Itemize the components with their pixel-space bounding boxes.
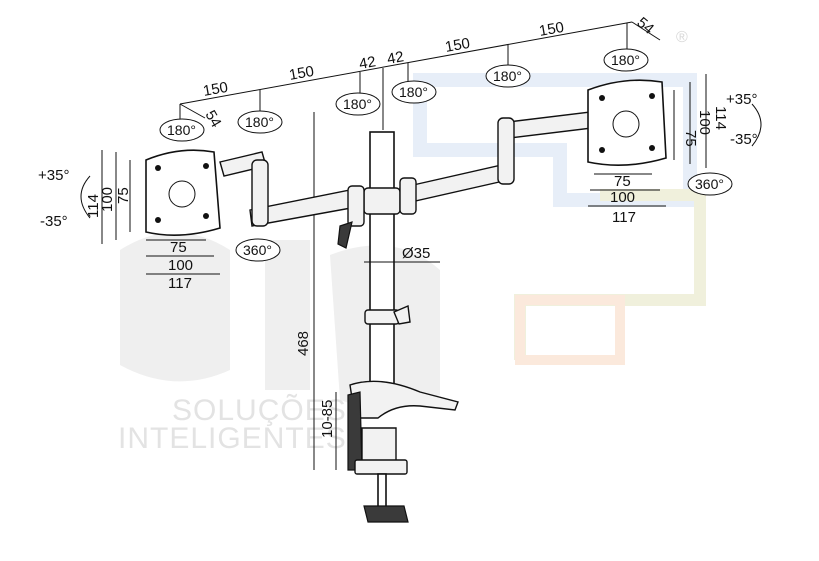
right-dim-114: 114 bbox=[712, 106, 729, 130]
pill-right-elbow: 180° bbox=[485, 64, 531, 88]
left-tilt-down: -35° bbox=[40, 213, 68, 230]
left-tilt-up: +35° bbox=[38, 167, 69, 184]
svg-text:360°: 360° bbox=[243, 242, 272, 258]
svg-text:180°: 180° bbox=[245, 114, 274, 130]
dim-pole-diameter: Ø35 bbox=[402, 245, 430, 262]
right-dim-w75: 75 bbox=[614, 173, 631, 190]
dim-arm-left-inner: 150 bbox=[288, 63, 316, 84]
pill-left-plate-rotate: 360° bbox=[235, 238, 281, 262]
dim-arm-right-outer: 150 bbox=[538, 19, 566, 40]
pill-left-arm-joint: 180° bbox=[237, 110, 283, 134]
right-arm bbox=[399, 111, 593, 215]
right-dim-w100: 100 bbox=[610, 189, 635, 206]
svg-text:180°: 180° bbox=[611, 52, 640, 68]
left-dim-w75: 75 bbox=[170, 239, 187, 256]
right-dim-100: 100 bbox=[696, 110, 713, 135]
left-dim-75: 75 bbox=[115, 187, 132, 204]
dim-pole-height: 468 bbox=[295, 331, 312, 356]
dim-clamp-range: 10-85 bbox=[319, 400, 336, 438]
right-tilt-down: -35° bbox=[730, 131, 758, 148]
right-dim-75: 75 bbox=[682, 130, 699, 147]
left-dim-w100: 100 bbox=[168, 257, 193, 274]
svg-text:180°: 180° bbox=[343, 96, 372, 112]
pill-right-plate-rotate: 360° bbox=[687, 172, 733, 196]
right-tilt-up: +35° bbox=[726, 91, 757, 108]
pill-left-plate-swivel: 180° bbox=[159, 118, 205, 142]
left-dim-100: 100 bbox=[99, 187, 116, 212]
right-dim-w117: 117 bbox=[612, 209, 636, 226]
left-vesa-plate bbox=[80, 149, 221, 275]
dim-plate-offset-left: 54 bbox=[202, 108, 225, 131]
watermark-logo bbox=[120, 73, 706, 409]
dim-center-right: 42 bbox=[386, 48, 405, 68]
svg-text:180°: 180° bbox=[399, 84, 428, 100]
svg-text:180°: 180° bbox=[493, 68, 522, 84]
dim-arm-right-inner: 150 bbox=[444, 35, 472, 56]
pill-right-plate-swivel: 180° bbox=[603, 48, 649, 72]
svg-text:180°: 180° bbox=[167, 122, 196, 138]
registered-mark: ® bbox=[676, 29, 688, 46]
watermark-line-1: SOLUÇÕES bbox=[172, 393, 347, 427]
svg-text:360°: 360° bbox=[695, 176, 724, 192]
watermark-line-2: INTELIGENTES bbox=[118, 422, 347, 455]
dim-center-left: 42 bbox=[358, 53, 377, 73]
pill-center-right: 180° bbox=[391, 80, 437, 104]
left-arm bbox=[219, 151, 365, 249]
pill-left-elbow: 180° bbox=[335, 92, 381, 116]
right-vesa-plate bbox=[587, 74, 762, 207]
dim-plate-offset-right: 54 bbox=[633, 14, 657, 38]
left-dim-114: 114 bbox=[85, 194, 102, 218]
left-dim-w117: 117 bbox=[168, 275, 192, 292]
dim-arm-left-outer: 150 bbox=[202, 79, 230, 100]
